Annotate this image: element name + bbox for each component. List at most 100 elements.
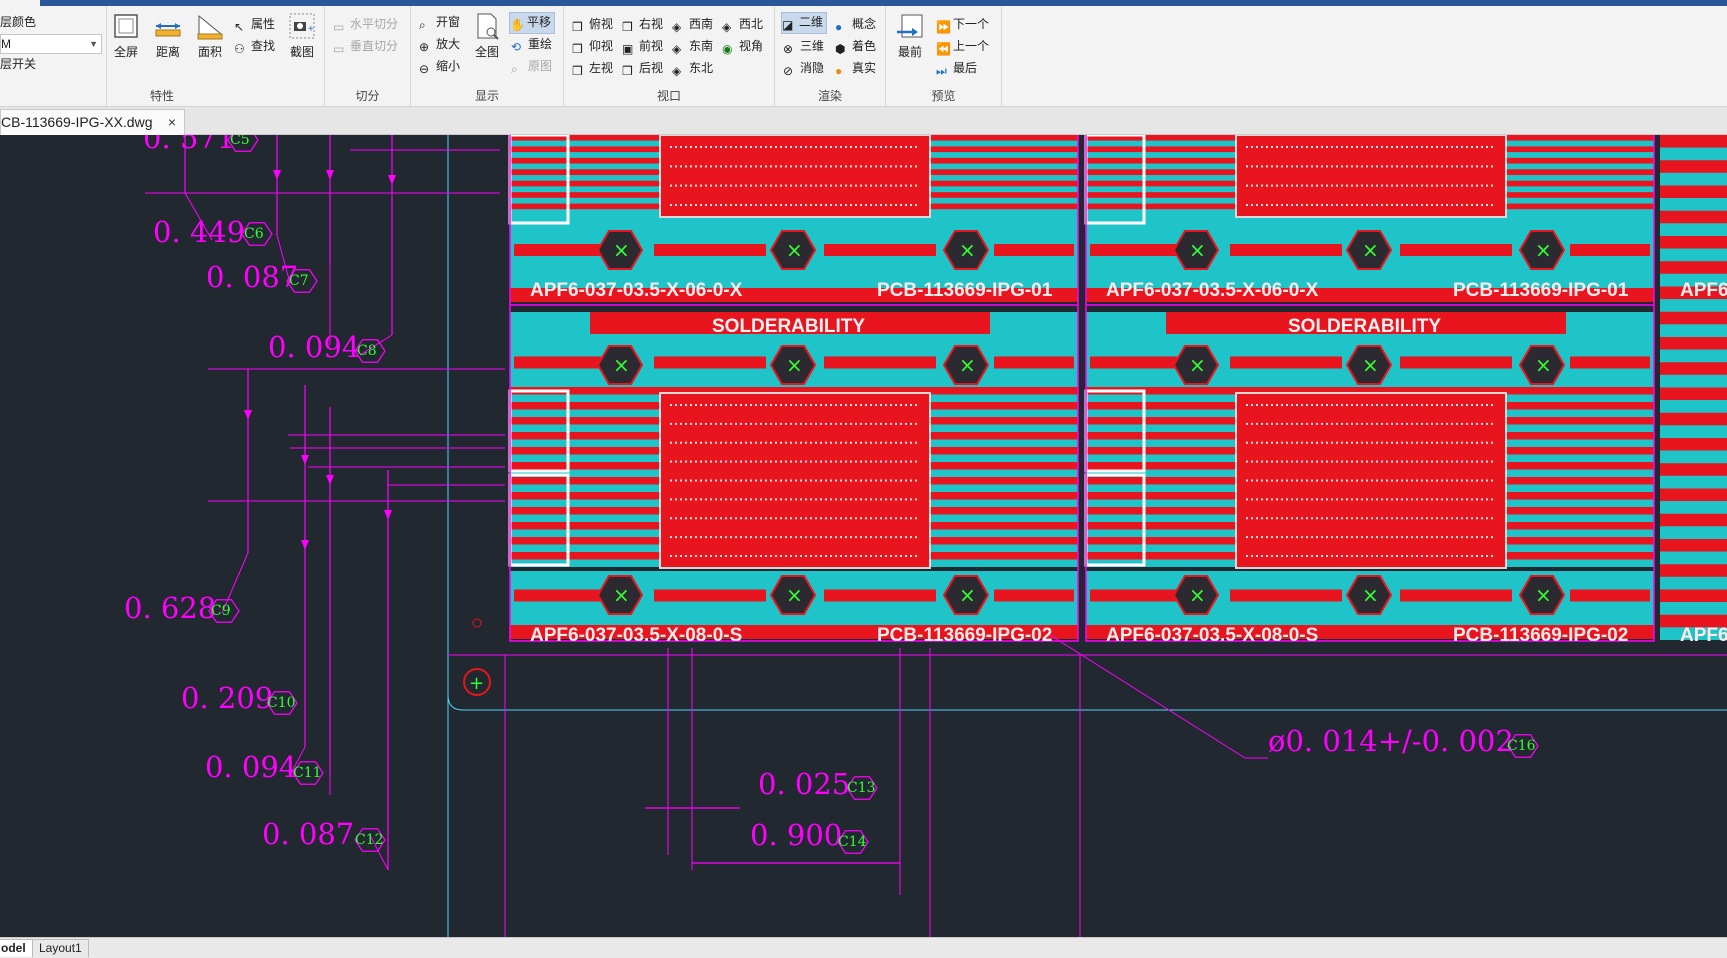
active-ribbon-tab[interactable] <box>0 0 40 6</box>
board-label-top-right-a: PCB-113669-IPG-01 <box>877 280 1053 301</box>
trace-stripe <box>1660 337 1727 350</box>
view-right-button[interactable]: ❒右视 <box>622 14 663 34</box>
dim-c12-value[interactable]: 0. 087 <box>262 817 355 851</box>
close-icon[interactable]: × <box>167 114 176 130</box>
arrowhead <box>388 175 396 185</box>
dim-c13-value[interactable]: 0. 025 <box>758 767 851 801</box>
x-mark: × <box>959 583 976 607</box>
tab-layout1[interactable]: Layout1 <box>32 939 89 957</box>
cube-icon: ❒ <box>622 64 633 78</box>
pad-core <box>1400 589 1512 602</box>
find-button[interactable]: ⚇查找 <box>234 36 275 56</box>
dim-c13-bubble: C13 <box>847 780 876 796</box>
mask-stripe <box>1660 324 1727 337</box>
layer-color-label[interactable]: 层颜色 <box>0 15 37 29</box>
wire-sphere-icon: ⊗ <box>783 42 794 56</box>
bubble-hex <box>241 222 273 246</box>
frame-corner <box>447 655 1727 711</box>
document-tab[interactable]: CB-113669-IPG-XX.dwg × <box>0 109 185 135</box>
mounting-hex <box>1518 229 1566 271</box>
cad-drawing[interactable]: ×××××××××××××××××× + <box>0 135 1727 937</box>
dim-c7-value[interactable]: 0. 087 <box>206 260 299 294</box>
render-real-button[interactable]: ●真实 <box>835 58 876 78</box>
trace-stripe <box>1660 135 1727 148</box>
view-back-button[interactable]: ❒后视 <box>622 58 663 78</box>
dim-c5-value[interactable]: 0. 571 <box>143 135 236 155</box>
layer-combo[interactable]: M▼ <box>0 34 102 54</box>
board-label-top-left-a: APF6-037-03.5-X-06-0-X <box>530 280 743 301</box>
area-button[interactable]: 面积 <box>190 6 230 60</box>
dim-c8-value[interactable]: 0. 094 <box>268 330 361 364</box>
view-left-button[interactable]: ❒左视 <box>572 58 613 78</box>
preview-next-button[interactable]: ⏩下一个 <box>936 14 989 34</box>
group-label-split: 切分 <box>355 89 380 103</box>
group-properties: 层颜色 M▼ 层开关 <box>0 6 107 106</box>
render-hide-button[interactable]: ⊘消隐 <box>783 58 824 78</box>
vertical-split-button[interactable]: ▭垂直切分 <box>333 36 398 56</box>
render-shade-button[interactable]: ⬢着色 <box>835 36 876 56</box>
pan-label: 平移 <box>527 15 552 29</box>
title-bar <box>0 0 1727 6</box>
dim-c11-value[interactable]: 0. 094 <box>205 750 298 784</box>
screenshot-label: 截图 <box>289 45 314 59</box>
redraw-label: 重绘 <box>528 37 553 51</box>
open-window-button[interactable]: ⌕开窗 <box>419 12 460 32</box>
dim-c9-value[interactable]: 0. 628 <box>124 591 217 625</box>
bubble-hex <box>354 339 386 363</box>
dim-c6-value[interactable]: 0. 449 <box>153 215 246 249</box>
original-view-button[interactable]: ⌕原图 <box>511 56 552 76</box>
dim-c14-value[interactable]: 0. 900 <box>750 818 843 852</box>
preview-last-button[interactable]: ⏭最后 <box>936 58 977 78</box>
zoom-out-icon: ⊖ <box>419 62 430 76</box>
pad-core <box>1400 356 1512 369</box>
find-label: 查找 <box>251 39 276 53</box>
trace-stripe <box>1660 311 1727 325</box>
render-2d-button[interactable]: ◪二维 <box>781 12 828 34</box>
dim-c10-value[interactable]: 0. 209 <box>181 681 274 715</box>
fullscreen-button[interactable]: 全屏 <box>106 6 146 60</box>
render-3d-button[interactable]: ⊗三维 <box>783 36 824 56</box>
zoom-out-button[interactable]: ⊖缩小 <box>419 56 460 76</box>
pad-core <box>824 356 936 369</box>
view-left-label: 左视 <box>589 61 614 75</box>
solderability-label-b: SOLDERABILITY <box>1288 316 1442 337</box>
iso-cube-icon: ◈ <box>672 42 682 56</box>
distance-button[interactable]: 距离 <box>148 6 188 60</box>
pad-core <box>994 356 1074 369</box>
whole-view-button[interactable]: 全图 <box>467 6 507 60</box>
horizontal-split-button[interactable]: ▭水平切分 <box>333 14 398 34</box>
view-angle-button[interactable]: ◉视角 <box>722 36 763 56</box>
x-mark: × <box>1189 583 1206 607</box>
view-northeast-button[interactable]: ◈东北 <box>672 58 713 78</box>
preview-prev-button[interactable]: ⏪上一个 <box>936 36 989 56</box>
board-label-bottom-right-a: PCB-113669-IPG-02 <box>877 625 1053 646</box>
preview-front-button[interactable]: 最前 <box>890 6 930 60</box>
dim-c11-bubble: C11 <box>293 765 322 781</box>
pan-button[interactable]: ✋平移 <box>509 12 556 34</box>
redraw-button[interactable]: ⟲重绘 <box>511 34 552 54</box>
mask-stripe <box>1660 374 1727 388</box>
zoom-in-button[interactable]: ⊕放大 <box>419 34 460 54</box>
leader <box>359 334 393 356</box>
view-top-button[interactable]: ❒俯视 <box>572 14 613 34</box>
drawing-canvas[interactable]: ×××××××××××××××××× + APF6-037-03.5-X-06-… <box>0 135 1727 937</box>
view-front-button[interactable]: ▣前视 <box>622 36 663 56</box>
board-label-bottom-left-b: APF6-037-03.5-X-08-0-S <box>1106 625 1319 646</box>
trace-stripe <box>1660 539 1727 552</box>
screenshot-button[interactable]: + 截图 <box>282 6 322 60</box>
layer-switch-label[interactable]: 层开关 <box>0 57 37 71</box>
dim-c10-bubble: C10 <box>267 695 296 711</box>
view-bottom-button[interactable]: ❒仰视 <box>572 36 613 56</box>
render-concept-button[interactable]: ●概念 <box>835 14 876 34</box>
attribute-button[interactable]: ↖属性 <box>234 14 275 34</box>
tab-model[interactable]: odel <box>0 939 33 957</box>
trace-stripe <box>1660 236 1727 249</box>
pad-core <box>1400 244 1512 256</box>
hide-icon: ⊘ <box>783 64 794 78</box>
view-southwest-button[interactable]: ◈西南 <box>672 14 713 34</box>
view-northwest-button[interactable]: ◈西北 <box>722 14 763 34</box>
chevron-down-icon: ▼ <box>89 39 98 49</box>
view-southeast-button[interactable]: ◈东南 <box>672 36 713 56</box>
label-band <box>510 288 1078 302</box>
dim-c16-value[interactable]: ø0. 014+/-0. 002 <box>1268 724 1514 758</box>
